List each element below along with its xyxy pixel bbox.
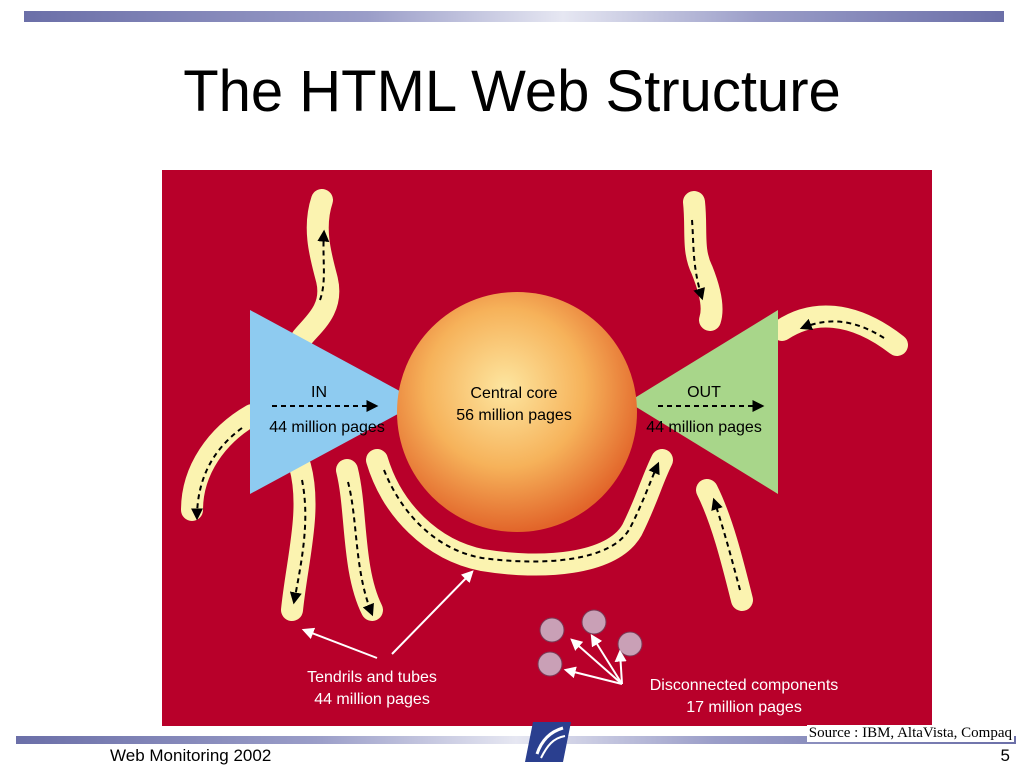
tendril-arrow-bottom-right	[711, 497, 741, 591]
slide-title: The HTML Web Structure	[183, 59, 841, 124]
tendril-tube	[366, 449, 673, 576]
disconnected-component	[617, 631, 643, 657]
components-pointer-arrow	[614, 649, 627, 685]
tendril-left	[181, 404, 263, 521]
tendril-arrow-left	[191, 427, 243, 521]
disconnected-label: Disconnected components	[650, 677, 839, 694]
tendril-arrow-top-left	[317, 229, 330, 301]
tendril-top-left	[291, 189, 340, 349]
disconnected-count: 17 million pages	[686, 699, 802, 716]
tendril-bottom-left-1	[281, 455, 316, 621]
footer-text: Web Monitoring 2002	[110, 746, 272, 765]
source-citation: Source : IBM, AltaVista, Compaq	[806, 725, 1014, 742]
tendril-arrow-right	[799, 318, 885, 339]
tendrils-pointer-arrow	[301, 627, 378, 659]
disconnected-component	[581, 609, 607, 635]
logo-icon	[525, 722, 571, 762]
page-number: 5	[1000, 746, 1010, 765]
in-node	[250, 310, 420, 494]
web-structure-diagram: IN 44 million pages Central core 56 mill…	[162, 170, 932, 726]
core-node	[397, 292, 637, 532]
core-label: Central core	[470, 385, 557, 402]
in-label: IN	[311, 384, 327, 401]
components-pointer-arrow	[590, 633, 623, 685]
top-decorative-bar	[24, 11, 1004, 22]
tendril-arrow-bottom-left-2	[347, 481, 374, 617]
tendril-top-right	[683, 191, 723, 331]
disconnected-component	[539, 617, 565, 643]
tendrils-label: Tendrils and tubes	[307, 669, 437, 686]
tendril-right	[771, 305, 908, 356]
out-node	[628, 310, 778, 494]
components-pointer-arrow	[563, 666, 623, 685]
out-count: 44 million pages	[646, 419, 762, 436]
tendrils-pointer-arrow	[391, 570, 474, 655]
components-pointer-arrow	[570, 638, 623, 685]
tendrils-count: 44 million pages	[314, 691, 430, 708]
tendril-arrow-top-right	[691, 219, 705, 301]
core-count: 56 million pages	[456, 407, 572, 424]
disconnected-component	[537, 651, 563, 677]
tube-arrow	[383, 461, 660, 563]
tendril-arrow-bottom-left-1	[289, 479, 307, 605]
bottom-decorative-bar	[16, 736, 1016, 744]
out-label: OUT	[687, 384, 721, 401]
in-count: 44 million pages	[269, 419, 385, 436]
